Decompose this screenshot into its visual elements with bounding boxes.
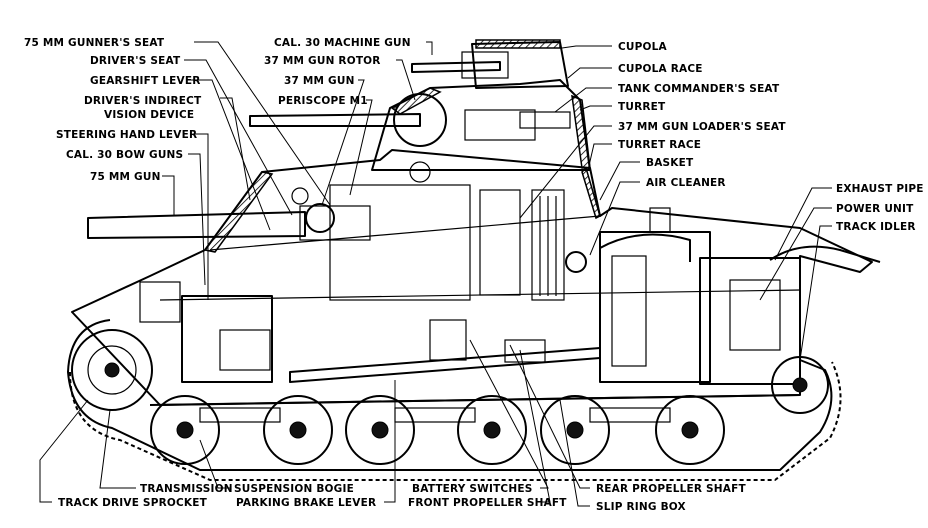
label-periscope: PERISCOPE M1 [278,95,368,107]
label-turret: TURRET [618,101,666,113]
label-parking-brake-lever: PARKING BRAKE LEVER [236,497,376,509]
label-indirect-vision-line1: DRIVER'S INDIRECT [84,95,202,107]
label-battery-switches: BATTERY SWITCHES [412,483,532,495]
hull [71,149,873,406]
turret [371,79,591,183]
drive-sprocket [71,329,153,411]
label-front-propeller-shaft: FRONT PROPELLER SHAFT [408,497,567,509]
label-loaders-seat: 37 MM GUN LOADER'S SEAT [618,121,786,133]
power-unit [565,207,881,385]
label-gearshift-lever: GEARSHIFT LEVER [90,75,201,87]
bogie-wheel [457,395,527,465]
label-machine-gun: CAL. 30 MACHINE GUN [274,37,411,49]
gun-37mm-barrel [249,113,421,127]
label-commanders-seat: TANK COMMANDER'S SEAT [618,83,780,95]
label-37mm-gun: 37 MM GUN [284,75,355,87]
propeller-shaft [289,319,601,383]
label-exhaust-pipe: EXHAUST PIPE [836,183,924,195]
bogie-wheel [540,395,610,465]
bogie-wheel [263,395,333,465]
labels: 75 MM GUNNER'S SEAT DRIVER'S SEAT GEARSH… [24,37,924,513]
label-transmission: TRANSMISSION [140,483,233,495]
label-steering-hand-lever: STEERING HAND LEVER [56,129,197,141]
leader-lines [39,41,832,507]
label-bow-guns: CAL. 30 BOW GUNS [66,149,183,161]
label-suspension-bogie: SUSPENSION BOGIE [234,483,354,495]
machine-gun [411,51,509,79]
basket-interior [291,184,565,301]
label-slip-ring-box: SLIP RING BOX [596,501,686,513]
label-turret-race: TURRET RACE [618,139,701,151]
cupola [471,39,569,89]
label-drivers-seat: DRIVER'S SEAT [90,55,181,67]
bogie-wheels [150,356,829,465]
label-indirect-vision-line2: VISION DEVICE [104,109,194,121]
label-air-cleaner: AIR CLEANER [646,177,726,189]
label-basket: BASKET [646,157,694,169]
label-75mm-gun: 75 MM GUN [90,171,161,183]
label-gun-rotor: 37 MM GUN ROTOR [264,55,381,67]
bogie-wheel [655,395,725,465]
label-track-drive-sprocket: TRACK DRIVE SPROCKET [58,497,208,509]
label-power-unit: POWER UNIT [836,203,914,215]
label-rear-propeller-shaft: REAR PROPELLER SHAFT [596,483,746,495]
label-gunners-seat: 75 MM GUNNER'S SEAT [24,37,165,49]
label-cupola: CUPOLA [618,41,668,53]
track [67,319,842,481]
label-track-idler: TRACK IDLER [836,221,916,233]
bogie-wheel [345,395,415,465]
tank-illustration [67,39,881,481]
transmission [139,281,273,383]
bogie-wheel [150,395,220,465]
label-cupola-race: CUPOLA RACE [618,63,703,75]
